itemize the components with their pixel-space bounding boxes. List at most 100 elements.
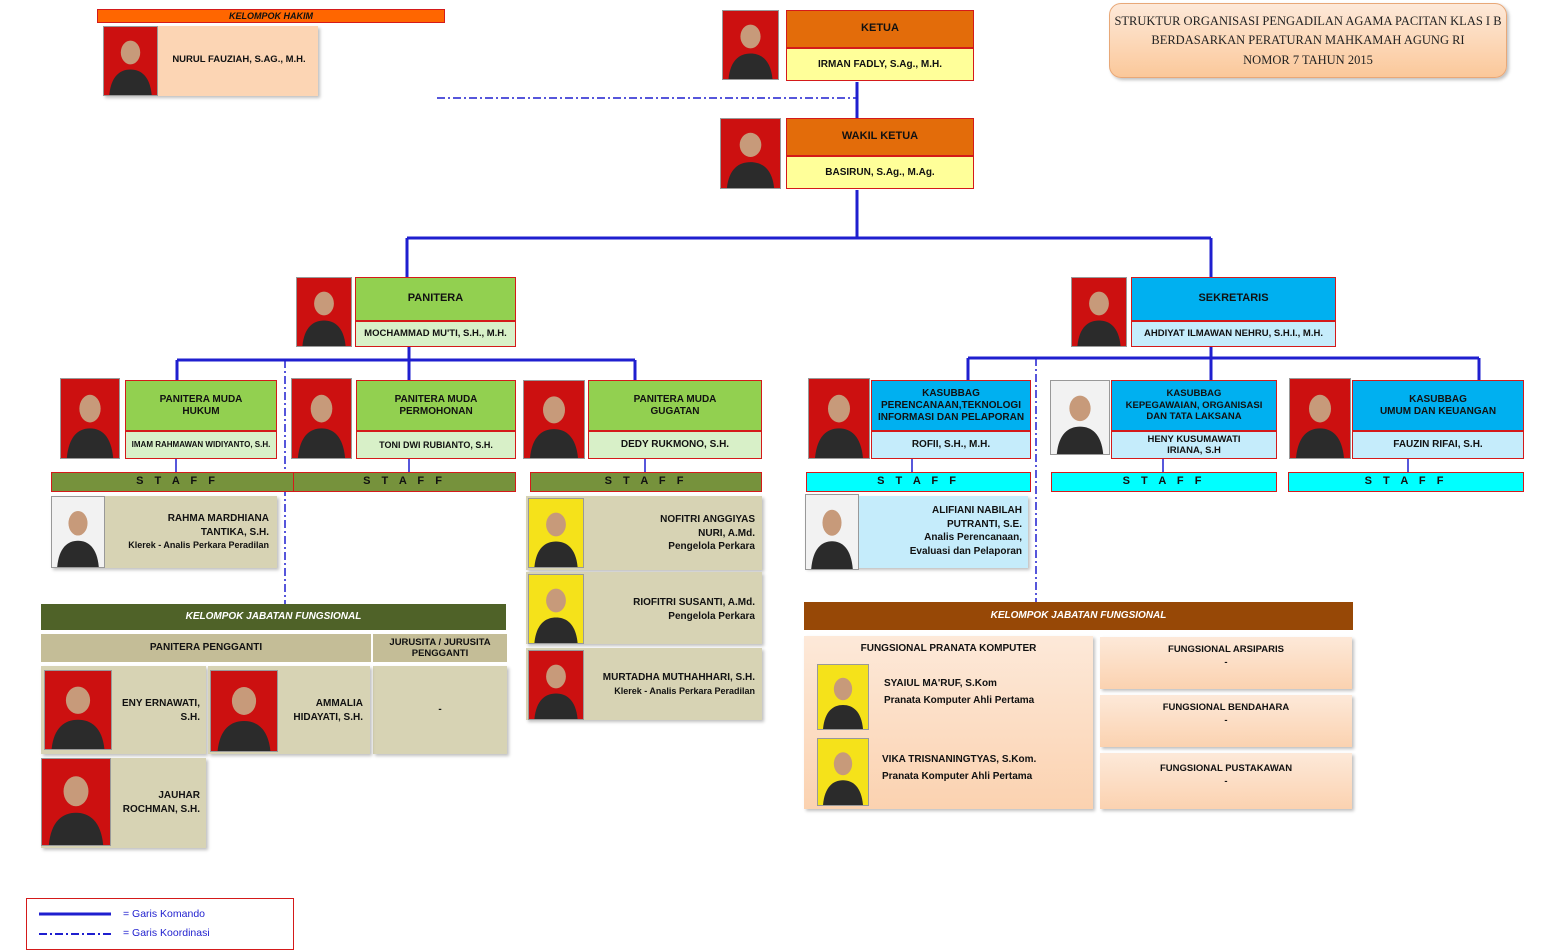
- staff-gugatan-text-2: RIOFITRI SUSANTI, A.Md. Pengelola Perkar…: [590, 596, 755, 623]
- pm-hukum-title-2: HUKUM: [182, 405, 220, 417]
- kasubbag-kepeg-name: HENY KUSUMAWATI IRIANA, S.H: [1111, 431, 1277, 459]
- portrait-icon: [1077, 291, 1121, 346]
- title-box: STRUKTUR ORGANISASI PENGADILAN AGAMA PAC…: [1109, 3, 1507, 78]
- sekretaris-name: AHDIYAT ILMAWAN NEHRU, S.H.I., M.H.: [1131, 321, 1336, 347]
- pm-permohonan-photo: [291, 378, 352, 459]
- staff-gugatan-text-1: NOFITRI ANGGIYAS NURI, A.Md. Pengelola P…: [590, 513, 755, 554]
- pk-member-photo-1: [817, 664, 869, 730]
- staff-ptip-role-1: Analis Perencanaan,: [924, 532, 1022, 543]
- legend-koordinasi-label: = Garis Koordinasi: [123, 927, 210, 939]
- hakim-name: NURUL FAUZIAH, S.AG., M.H.: [172, 54, 306, 65]
- ketua-photo: [722, 10, 779, 80]
- jurusita-card: -: [373, 666, 507, 754]
- staff-hukum-name-2: TANTIKA, S.H.: [200, 526, 269, 538]
- staff-ptip-name-2: PUTRANTI, S.E.: [946, 518, 1022, 530]
- pm-hukum-photo: [60, 378, 120, 459]
- pp-member-2-name-2: HIDAYATI, S.H.: [293, 711, 363, 723]
- portrait-icon: [534, 588, 578, 643]
- staff-gugatan-photo-1: [528, 498, 584, 568]
- portrait-icon: [48, 776, 104, 845]
- pm-hukum-name: IMAM RAHMAWAN WIDIYANTO, S.H.: [125, 431, 277, 459]
- sekretaris-title: SEKRETARIS: [1131, 277, 1336, 321]
- pm-permohonan-name: TONI DWI RUBIANTO, S.H.: [356, 431, 516, 459]
- kasubbag-umum-name: FAUZIN RIFAI, S.H.: [1352, 431, 1524, 459]
- portrait-icon: [66, 394, 114, 458]
- staff-ptip-name-1: ALIFIANI NABILAH: [932, 505, 1022, 516]
- staff-gugatan-1-name-2: NURI, A.Md.: [698, 527, 755, 539]
- pm-gugatan-title: PANITERA MUDA GUGATAN: [588, 380, 762, 431]
- pm-gugatan-photo: [523, 380, 585, 459]
- fungsional-bendahara-text: FUNGSIONAL BENDAHARA -: [1100, 702, 1352, 728]
- pp-member-2-name-1: AMMALIA: [315, 698, 363, 709]
- kasubbag-ptip-title-1: KASUBBAG: [922, 387, 980, 399]
- staff-bar-umum: S T A F F: [1288, 472, 1524, 492]
- staff-bar-hukum: S T A F F: [51, 472, 304, 492]
- fungsional-right-header: KELOMPOK JABATAN FUNGSIONAL: [804, 602, 1353, 630]
- panitera-title: PANITERA: [355, 277, 516, 321]
- fungsional-bendahara-title: FUNGSIONAL BENDAHARA: [1162, 702, 1290, 713]
- pp-member-text-3: JAUHAR ROCHMAN, S.H.: [112, 789, 200, 816]
- kasubbag-ptip-name: ROFII, S.H., M.H.: [871, 431, 1031, 459]
- staff-gugatan-1-name-1: NOFITRI ANGGIYAS: [660, 514, 755, 525]
- fungsional-arsiparis-card: [1100, 637, 1352, 689]
- staff-ptip-text: ALIFIANI NABILAH PUTRANTI, S.E. Analis P…: [862, 504, 1022, 558]
- pm-gugatan-title-1: PANITERA MUDA: [633, 393, 717, 405]
- ketua-title: KETUA: [786, 10, 974, 48]
- kasubbag-umum-title-1: KASUBBAG: [1409, 393, 1467, 405]
- portrait-icon: [217, 687, 271, 751]
- staff-bar-permohonan: S T A F F: [293, 472, 516, 492]
- portrait-icon: [1056, 395, 1104, 454]
- staff-ptip-role-2: Evaluasi dan Pelaporan: [909, 545, 1022, 557]
- pk-member-text-2: VIKA TRISNANINGTYAS, S.Kom. Pranata Komp…: [882, 753, 1087, 783]
- kasubbag-ptip-photo: [808, 378, 870, 459]
- fungsional-arsiparis-title: FUNGSIONAL ARSIPARIS: [1168, 644, 1284, 655]
- title-line-2: BERDASARKAN PERATURAN MAHKAMAH AGUNG RI: [1151, 33, 1465, 48]
- pm-gugatan-name: DEDY RUKMONO, S.H.: [588, 431, 762, 459]
- staff-bar-ptip: S T A F F: [806, 472, 1031, 492]
- staff-gugatan-photo-3: [528, 650, 584, 720]
- hakim-photo: [103, 26, 158, 96]
- kasubbag-ptip-title-2: PERENCANAAN,TEKNOLOGI: [880, 399, 1021, 411]
- pk-member-2-role: Pranata Komputer Ahli Pertama: [882, 770, 1033, 782]
- ketua-name: IRMAN FADLY, S.Ag., M.H.: [786, 48, 974, 81]
- jurusita-header: JURUSITA / JURUSITA PENGGANTI: [373, 634, 507, 662]
- kasubbag-ptip-title: KASUBBAG PERENCANAAN,TEKNOLOGI INFORMASI…: [871, 380, 1031, 431]
- kasubbag-kepeg-title: KASUBBAG KEPEGAWAIAN, ORGANISASI DAN TAT…: [1111, 380, 1277, 431]
- panitera-pengganti-header: PANITERA PENGGANTI: [41, 634, 371, 662]
- hakim-header: KELOMPOK HAKIM: [97, 9, 445, 23]
- portrait-icon: [534, 664, 578, 719]
- pp-member-text-2: AMMALIA HIDAYATI, S.H.: [278, 697, 363, 724]
- pm-permohonan-title: PANITERA MUDA PERMOHONAN: [356, 380, 516, 431]
- staff-gugatan-photo-2: [528, 574, 584, 644]
- wakil-title: WAKIL KETUA: [786, 118, 974, 156]
- pm-hukum-title-1: PANITERA MUDA: [159, 393, 243, 405]
- fungsional-bendahara-value: -: [1224, 714, 1228, 726]
- kasubbag-kepeg-photo: [1050, 380, 1110, 455]
- title-line-1: STRUKTUR ORGANISASI PENGADILAN AGAMA PAC…: [1114, 14, 1502, 28]
- pk-member-1-role: Pranata Komputer Ahli Pertama: [884, 694, 1035, 706]
- pm-permohonan-title-1: PANITERA MUDA: [394, 393, 478, 405]
- portrait-icon: [815, 394, 863, 458]
- portrait-icon: [109, 40, 152, 95]
- staff-hukum-photo: [51, 496, 105, 568]
- pk-member-1-name: SYAIUL MA'RUF, S.Kom: [884, 678, 997, 689]
- pk-member-text-1: SYAIUL MA'RUF, S.Kom Pranata Komputer Ah…: [884, 677, 1089, 707]
- pp-member-3-name-1: JAUHAR: [158, 790, 200, 801]
- portrait-icon: [534, 512, 578, 567]
- legend-komando-label: = Garis Komando: [123, 908, 206, 920]
- pranata-komputer-header: FUNGSIONAL PRANATA KOMPUTER: [860, 643, 1037, 654]
- kasubbag-ptip-title-3: INFORMASI DAN PELAPORAN: [877, 411, 1025, 423]
- fungsional-pustakawan-card: [1100, 753, 1352, 809]
- kasubbag-umum-title-2: UMUM DAN KEUANGAN: [1379, 405, 1497, 417]
- kasubbag-kepeg-title-3: DAN TATA LAKSANA: [1146, 411, 1242, 423]
- kasubbag-kepeg-title-1: KASUBBAG: [1166, 388, 1222, 400]
- panitera-photo: [296, 277, 352, 347]
- portrait-icon: [530, 396, 578, 458]
- pp-member-1-name-1: ENY ERNAWATI,: [122, 698, 200, 709]
- portrait-icon: [811, 509, 853, 569]
- portrait-icon: [51, 686, 105, 749]
- staff-gugatan-3-name-1: MURTADHA MUTHAHHARI, S.H.: [602, 672, 755, 683]
- pk-member-2-name: VIKA TRISNANINGTYAS, S.Kom.: [882, 754, 1037, 765]
- staff-hukum-text: RAHMA MARDHIANA TANTIKA, S.H. Klerek - A…: [108, 512, 269, 551]
